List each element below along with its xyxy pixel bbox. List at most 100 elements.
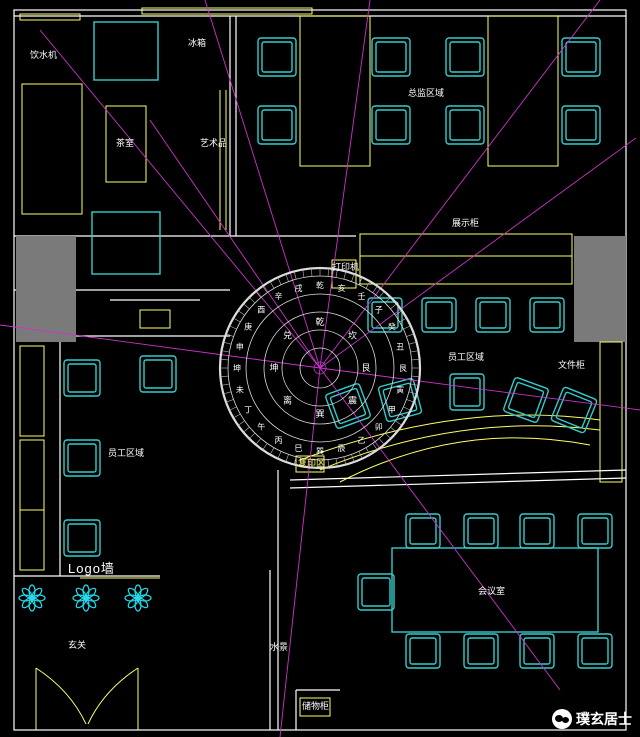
staff-chair — [529, 297, 565, 333]
compass-tick — [285, 273, 289, 282]
compass-ring-glyph: 乾 — [316, 280, 324, 290]
plant-icon — [18, 584, 46, 612]
gift-area-label: 艺术品 — [200, 139, 228, 149]
meeting-chair — [357, 573, 395, 611]
compass-tick — [221, 350, 230, 353]
compass-tick — [225, 399, 234, 403]
compass-ring-glyph: 甲 — [388, 406, 396, 415]
meeting-chair — [463, 633, 499, 669]
water-dispenser-label: 饮水机 — [30, 51, 58, 61]
staff-area-left-label: 员工区域 — [108, 449, 145, 459]
bottom-cabinet-label: 储物柜 — [302, 702, 330, 712]
compass-tick — [302, 269, 305, 278]
compass-tick — [293, 271, 297, 280]
compass-tick — [335, 458, 338, 467]
compass-tick — [269, 447, 275, 455]
entrance-label: 玄关 — [68, 641, 87, 651]
compass-tick — [327, 268, 330, 277]
compass-tick — [343, 271, 347, 280]
compass-tick — [302, 458, 305, 467]
compass-tick — [293, 456, 297, 465]
compass-tick — [411, 375, 420, 378]
compass-tick — [327, 459, 330, 468]
compass-ring-glyph: 壬 — [358, 291, 366, 301]
compass-tick — [269, 281, 275, 289]
compass-tick — [384, 297, 391, 304]
meeting-chair — [577, 633, 613, 669]
compass-tick — [335, 269, 338, 278]
compass-tick — [277, 277, 282, 285]
watermark-text: 璞玄居士 — [576, 712, 632, 728]
compass-tick — [384, 432, 391, 439]
compass-ring-glyph: 酉 — [257, 305, 265, 314]
compass-tick — [365, 447, 371, 455]
compass-tick — [229, 325, 237, 330]
staff-chair — [139, 355, 177, 393]
staff-chair — [503, 377, 549, 423]
compass-ring-glyph: 乙 — [358, 436, 366, 445]
compass-tick — [225, 333, 234, 337]
compass-tick — [285, 454, 289, 463]
compass-tick — [410, 350, 419, 353]
file-cabinet-label: 文件柜 — [558, 361, 586, 371]
wechat-icon — [552, 709, 572, 729]
compass-inner-glyph: 艮 — [361, 363, 370, 374]
compass-tick — [233, 317, 241, 323]
compass-tick — [237, 310, 245, 316]
compass-tick — [395, 420, 403, 426]
compass-tick — [310, 459, 313, 468]
compass-inner-glyph: 乾 — [315, 316, 324, 328]
meeting-chair — [405, 513, 441, 549]
compass-ring-glyph: 坤 — [233, 363, 241, 373]
director-chair — [445, 37, 485, 77]
compass-ring-glyph: 戌 — [295, 283, 303, 293]
staff-chair — [377, 377, 423, 423]
compass-ring-glyph: 辛 — [275, 291, 283, 301]
compass-tick — [372, 443, 378, 451]
compass-inner-glyph: 坎 — [348, 329, 357, 341]
fixtures — [19, 7, 623, 730]
compass-luopan: 乾亥壬子癸丑艮寅甲卯乙辰巽巳丙午丁未坤申庚酉辛戌乾坎艮震巽离坤兑 — [218, 266, 422, 470]
compass-ring — [263, 311, 377, 425]
staff-chair — [449, 373, 485, 411]
staff-chair — [421, 297, 457, 333]
compass-inner-glyph: 离 — [283, 395, 292, 407]
tea-room-label: 茶室 — [116, 139, 135, 149]
compass-tick — [365, 281, 371, 289]
compass-tick — [399, 317, 407, 323]
compass-tick — [390, 303, 397, 310]
copy-area-label: 复印区 — [298, 459, 326, 469]
compass-tick — [255, 438, 262, 445]
compass-inner-glyph: 坤 — [269, 362, 278, 374]
fridge-label: 冰箱 — [188, 39, 207, 49]
compass-tick — [343, 456, 347, 465]
compass-inner-glyph: 巽 — [315, 409, 324, 420]
director-chair — [561, 37, 601, 77]
staff-chair — [63, 519, 101, 557]
compass-ring-glyph: 巳 — [295, 444, 303, 453]
compass-ring-glyph: 寅 — [396, 384, 404, 394]
compass-tick — [223, 391, 232, 395]
compass-tick — [358, 451, 363, 459]
compass-tick — [378, 291, 385, 298]
compass-ring-glyph: 癸 — [388, 322, 396, 332]
meeting-chair — [463, 513, 499, 549]
compass-tick — [243, 303, 250, 310]
compass-tick — [406, 399, 415, 403]
compass-tick — [220, 375, 229, 378]
staff-chair — [325, 383, 371, 429]
director-area-label: 总监区域 — [408, 89, 445, 99]
director-chair — [257, 105, 297, 145]
meeting-chair — [405, 633, 441, 669]
compass-tick — [262, 443, 268, 451]
compass-inner-glyph: 兑 — [283, 329, 292, 341]
compass-ring — [245, 293, 395, 443]
staff-chair — [63, 439, 101, 477]
compass-tick — [233, 413, 241, 419]
printer-label: 打印机 — [332, 263, 360, 273]
compass-tick — [372, 285, 378, 293]
compass-tick — [310, 268, 313, 277]
compass-tick — [220, 358, 229, 361]
